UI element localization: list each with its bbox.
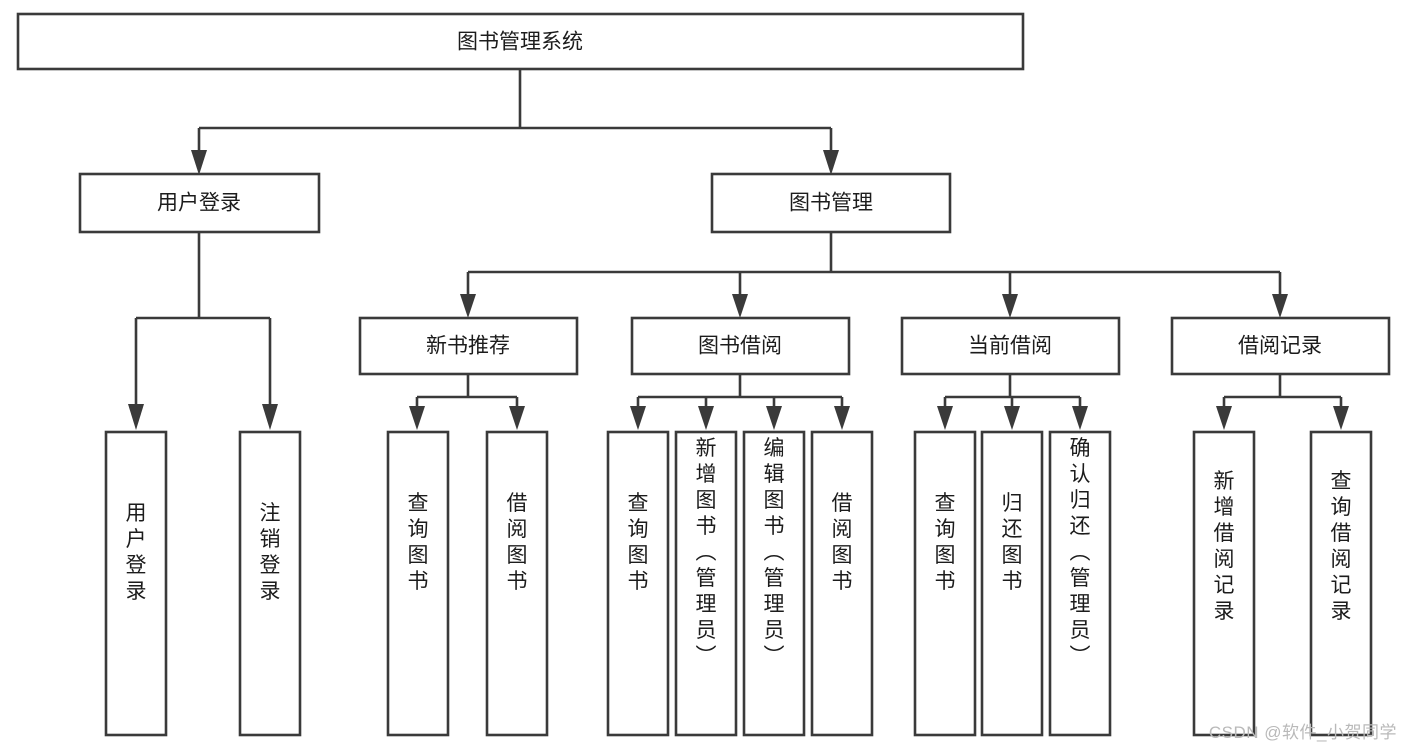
leaf-borrow-record-query-box	[1309, 430, 1373, 737]
leaf-current-borrow-confirm-label: 确认归还︵管理员︶	[1070, 437, 1091, 668]
leaf-current-borrow-return-label: 归还图书	[1002, 492, 1023, 593]
leaf-current-borrow-return[interactable]: 归还图书	[980, 430, 1044, 737]
leaf-user-login-logout-box	[238, 430, 302, 737]
node-book-borrow-label: 图书借阅	[698, 335, 782, 358]
node-current-borrow-label: 当前借阅	[968, 335, 1052, 358]
node-borrow-record-label: 借阅记录	[1238, 335, 1322, 358]
arrowhead-current-borrow	[1002, 294, 1018, 318]
leaf-new-book-query-box	[386, 430, 450, 737]
arrowhead-leaf-user-login	[128, 404, 144, 430]
arrowhead-bb-leaf2	[698, 406, 714, 430]
leaf-new-book-borrow[interactable]: 借阅图书	[485, 430, 549, 737]
leaf-new-book-query-label: 查询图书	[408, 492, 429, 593]
node-book-borrow-box	[630, 316, 851, 376]
node-book-management[interactable]: 图书管理	[710, 172, 952, 234]
arrowhead-cb-leaf3	[1072, 406, 1088, 430]
arrowhead-user-login	[191, 150, 207, 175]
leaf-current-borrow-query-label: 查询图书	[935, 492, 956, 593]
leaf-current-borrow-query[interactable]: 查询图书	[913, 430, 977, 737]
arrowhead-book-borrow	[732, 294, 748, 318]
arrowhead-bb-leaf4	[834, 406, 850, 430]
node-new-book-recommend-label: 新书推荐	[426, 335, 510, 358]
node-new-book-recommend-box	[358, 316, 579, 376]
leaf-borrow-record-add[interactable]: 新增借阅记录	[1192, 430, 1256, 737]
leaf-book-borrow-edit-label: 编辑图书︵管理员︶	[764, 437, 785, 668]
node-book-management-label: 图书管理	[789, 192, 873, 215]
node-book-borrow[interactable]: 图书借阅	[630, 316, 851, 376]
leaf-book-borrow-add-box	[674, 430, 738, 737]
leaf-borrow-record-query[interactable]: 查询借阅记录	[1309, 430, 1373, 737]
node-user-login[interactable]: 用户登录	[78, 172, 321, 234]
leaf-new-book-query[interactable]: 查询图书	[386, 430, 450, 737]
node-root-system[interactable]: 图书管理系统	[16, 12, 1025, 71]
arrowhead-leaf-logout	[262, 404, 278, 430]
node-current-borrow[interactable]: 当前借阅	[900, 316, 1121, 376]
node-borrow-record[interactable]: 借阅记录	[1170, 316, 1391, 376]
arrowhead-book-manage	[823, 150, 839, 175]
node-new-book-recommend[interactable]: 新书推荐	[358, 316, 579, 376]
leaf-current-borrow-confirm[interactable]: 确认归还︵管理员︶	[1048, 430, 1112, 737]
node-user-login-box	[78, 172, 321, 234]
leaf-borrow-record-query-label: 查询借阅记录	[1331, 470, 1352, 623]
arrowhead-bb-leaf3	[766, 406, 782, 430]
connector-layer	[128, 69, 1349, 430]
arrowhead-br-leaf2	[1333, 406, 1349, 430]
leaf-current-borrow-return-box	[980, 430, 1044, 737]
arrowhead-nb-leaf1	[409, 406, 425, 430]
node-current-borrow-box	[900, 316, 1121, 376]
leaf-book-borrow-add-label: 新增图书︵管理员︶	[696, 437, 717, 668]
leaf-new-book-borrow-label: 借阅图书	[507, 492, 528, 593]
arrowhead-new-book	[460, 294, 476, 318]
arrowhead-nb-leaf2	[509, 406, 525, 430]
leaf-book-borrow-query-box	[606, 430, 670, 737]
node-root-system-box	[16, 12, 1025, 71]
leaf-book-borrow-edit[interactable]: 编辑图书︵管理员︶	[742, 430, 806, 737]
arrowhead-borrow-record	[1272, 294, 1288, 318]
arrowhead-bb-leaf1	[630, 406, 646, 430]
node-book-management-box	[710, 172, 952, 234]
leaf-current-borrow-query-box	[913, 430, 977, 737]
leaf-borrow-record-add-label: 新增借阅记录	[1214, 470, 1235, 623]
leaf-current-borrow-confirm-box	[1048, 430, 1112, 737]
leaf-user-login-login-label: 用户登录	[126, 502, 147, 603]
leaf-book-borrow-query-label: 查询图书	[628, 492, 649, 593]
leaf-book-borrow-borrow[interactable]: 借阅图书	[810, 430, 874, 737]
node-borrow-record-box	[1170, 316, 1391, 376]
leaf-user-login-login-box	[104, 430, 168, 737]
node-user-login-label: 用户登录	[157, 192, 241, 215]
arrowhead-br-leaf1	[1216, 406, 1232, 430]
leaf-book-borrow-query[interactable]: 查询图书	[606, 430, 670, 737]
leaf-borrow-record-add-box	[1192, 430, 1256, 737]
arrowhead-cb-leaf1	[937, 406, 953, 430]
node-root-system-label: 图书管理系统	[457, 31, 583, 54]
leaf-book-borrow-borrow-box	[810, 430, 874, 737]
arrowhead-cb-leaf2	[1004, 406, 1020, 430]
leaf-book-borrow-borrow-label: 借阅图书	[832, 492, 853, 593]
leaf-new-book-borrow-box	[485, 430, 549, 737]
leaf-user-login-logout[interactable]: 注销登录	[238, 430, 302, 737]
leaf-user-login-logout-label: 注销登录	[260, 502, 281, 603]
leaf-book-borrow-edit-box	[742, 430, 806, 737]
leaf-book-borrow-add[interactable]: 新增图书︵管理员︶	[674, 430, 738, 737]
leaf-user-login-login[interactable]: 用户登录	[104, 430, 168, 737]
